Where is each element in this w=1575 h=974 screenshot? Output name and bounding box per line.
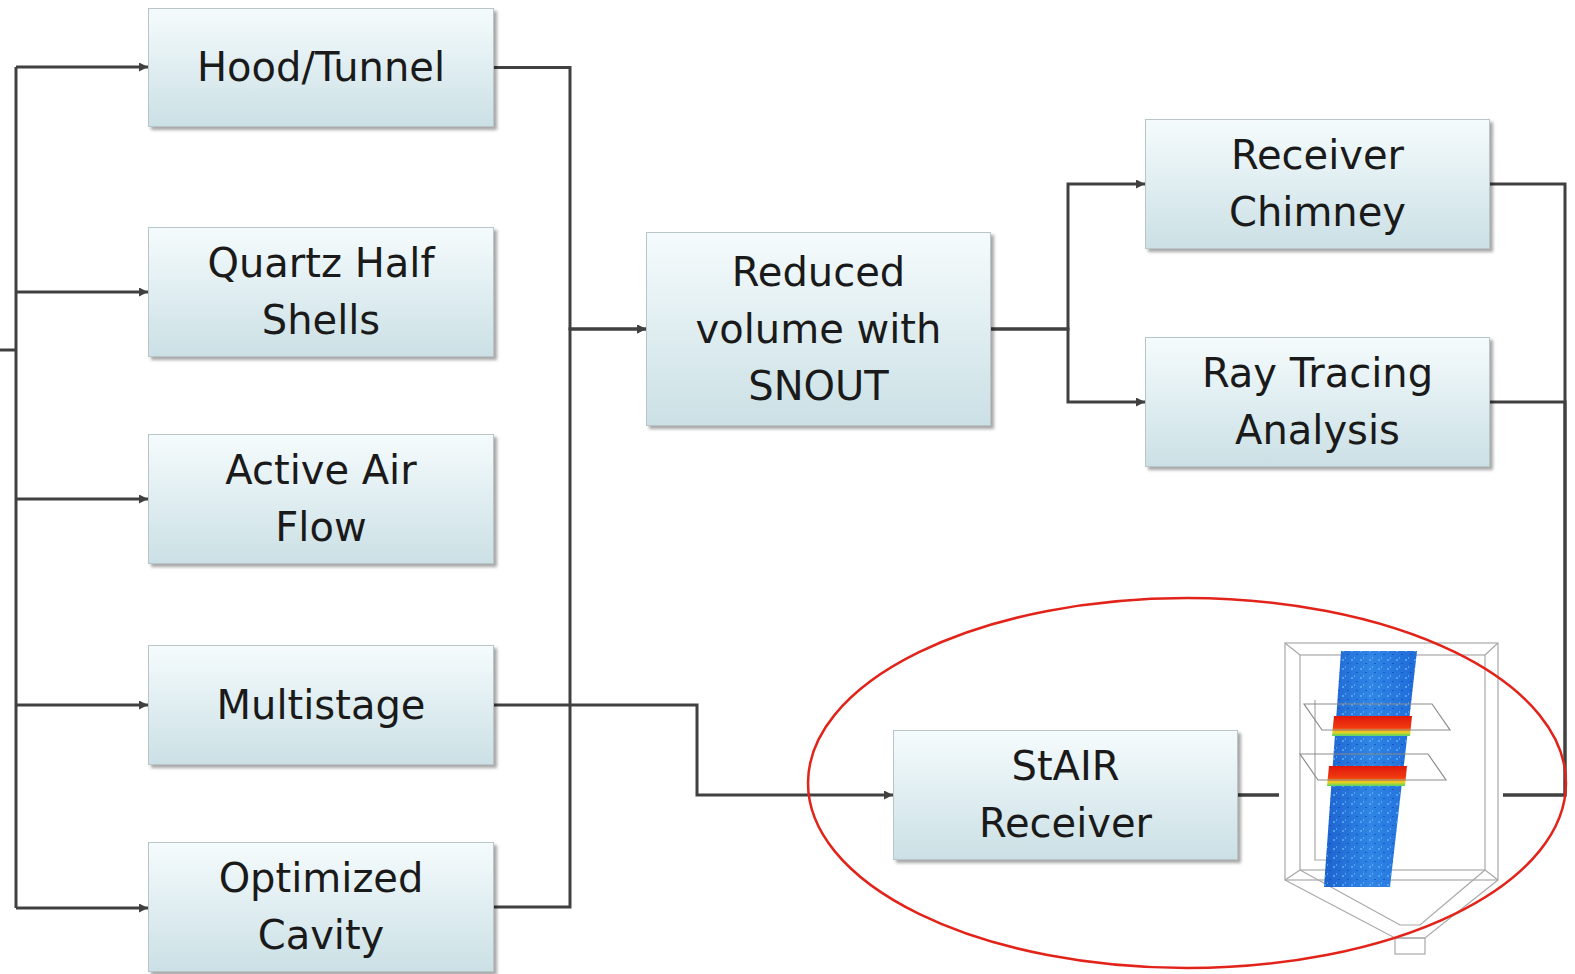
box-label: Hood/Tunnel: [197, 39, 445, 96]
particle-curtain: [1324, 651, 1417, 887]
bus-line: [15, 67, 18, 908]
process-box: Ray Tracing Analysis: [1145, 337, 1490, 467]
illustration-ground: [1279, 636, 1503, 964]
box-label: Active Air Flow: [186, 442, 456, 556]
flow-connector: [991, 184, 1145, 329]
box-label: StAIR Receiver: [931, 738, 1200, 852]
process-box: Active Air Flow: [148, 434, 494, 564]
flow-connector: [1238, 184, 1565, 795]
process-box: Quartz Half Shells: [148, 227, 494, 357]
box-label: Multistage: [217, 677, 426, 734]
bus-line: [0, 349, 16, 352]
process-box: Receiver Chimney: [1145, 119, 1490, 249]
box-label: Ray Tracing Analysis: [1183, 345, 1452, 459]
flow-connector: [494, 705, 893, 795]
bus-arrow: [16, 907, 148, 910]
bus-arrow: [16, 66, 148, 69]
bus-arrow: [16, 704, 148, 707]
process-box: Reduced volume with SNOUT: [646, 232, 991, 426]
process-box: Optimized Cavity: [148, 842, 494, 972]
process-box: StAIR Receiver: [893, 730, 1238, 860]
process-box: Multistage: [148, 645, 494, 765]
input-bus: [0, 67, 148, 908]
bus-arrow: [16, 498, 148, 501]
box-label: Quartz Half Shells: [186, 235, 456, 349]
box-label: Reduced volume with SNOUT: [684, 244, 953, 415]
process-box: Hood/Tunnel: [148, 8, 494, 127]
stair-shelf: [1300, 704, 1450, 780]
flow-connector: [494, 329, 646, 907]
box-label: Receiver Chimney: [1183, 127, 1452, 241]
flow-connector: [494, 68, 646, 330]
highlight-ellipse: [808, 598, 1566, 968]
receiver-frame: [1285, 643, 1498, 954]
bus-arrow: [16, 291, 148, 294]
box-label: Optimized Cavity: [186, 850, 456, 964]
flow-connector: [991, 329, 1145, 402]
